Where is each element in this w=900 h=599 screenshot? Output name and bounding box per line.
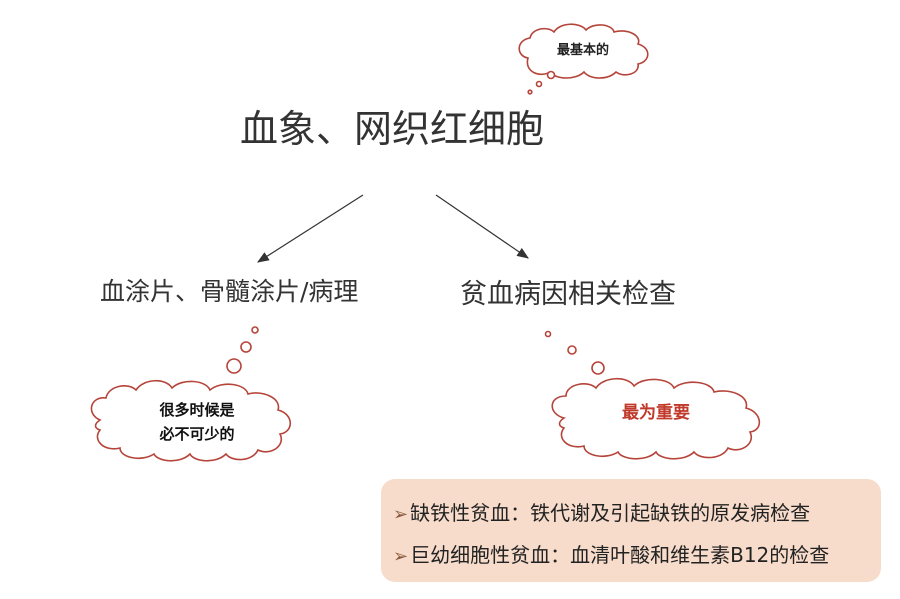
triangle-arrow-icon: ➢ <box>393 504 409 525</box>
cloud-right-label: 最为重要 <box>622 403 690 423</box>
info-box: ➢缺铁性贫血：铁代谢及引起缺铁的原发病检查 ➢巨幼细胞性贫血：血清叶酸和维生素B… <box>381 479 881 582</box>
triangle-arrow-icon: ➢ <box>393 546 409 567</box>
info-row-megaloblastic: ➢巨幼细胞性贫血：血清叶酸和维生素B12的检查 <box>393 539 829 568</box>
cloud-left-label: 很多时候是 必不可少的 <box>122 398 272 446</box>
cloud-top-label: 最基本的 <box>556 43 609 58</box>
node-blood-routine: 血象、网织红细胞 <box>240 107 545 151</box>
cloud-left-line-1: 很多时候是 <box>159 401 235 419</box>
info-row-text: 缺铁性贫血：铁代谢及引起缺铁的原发病检查 <box>410 501 811 525</box>
cloud-left-line-2: 必不可少的 <box>159 425 235 443</box>
cloud-top <box>518 23 649 95</box>
info-row-iron-deficiency: ➢缺铁性贫血：铁代谢及引起缺铁的原发病检查 <box>393 497 810 526</box>
cloud-left <box>90 326 292 462</box>
cloud-right <box>544 330 761 460</box>
node-etiology-tests: 贫血病因相关检查 <box>460 279 676 310</box>
node-smear-pathology: 血涂片、骨髓涂片/病理 <box>100 277 359 306</box>
arrow-to-left-node <box>256 194 364 263</box>
arrow-to-right-node <box>435 194 529 259</box>
info-row-text: 巨幼细胞性贫血：血清叶酸和维生素B12的检查 <box>410 543 830 567</box>
